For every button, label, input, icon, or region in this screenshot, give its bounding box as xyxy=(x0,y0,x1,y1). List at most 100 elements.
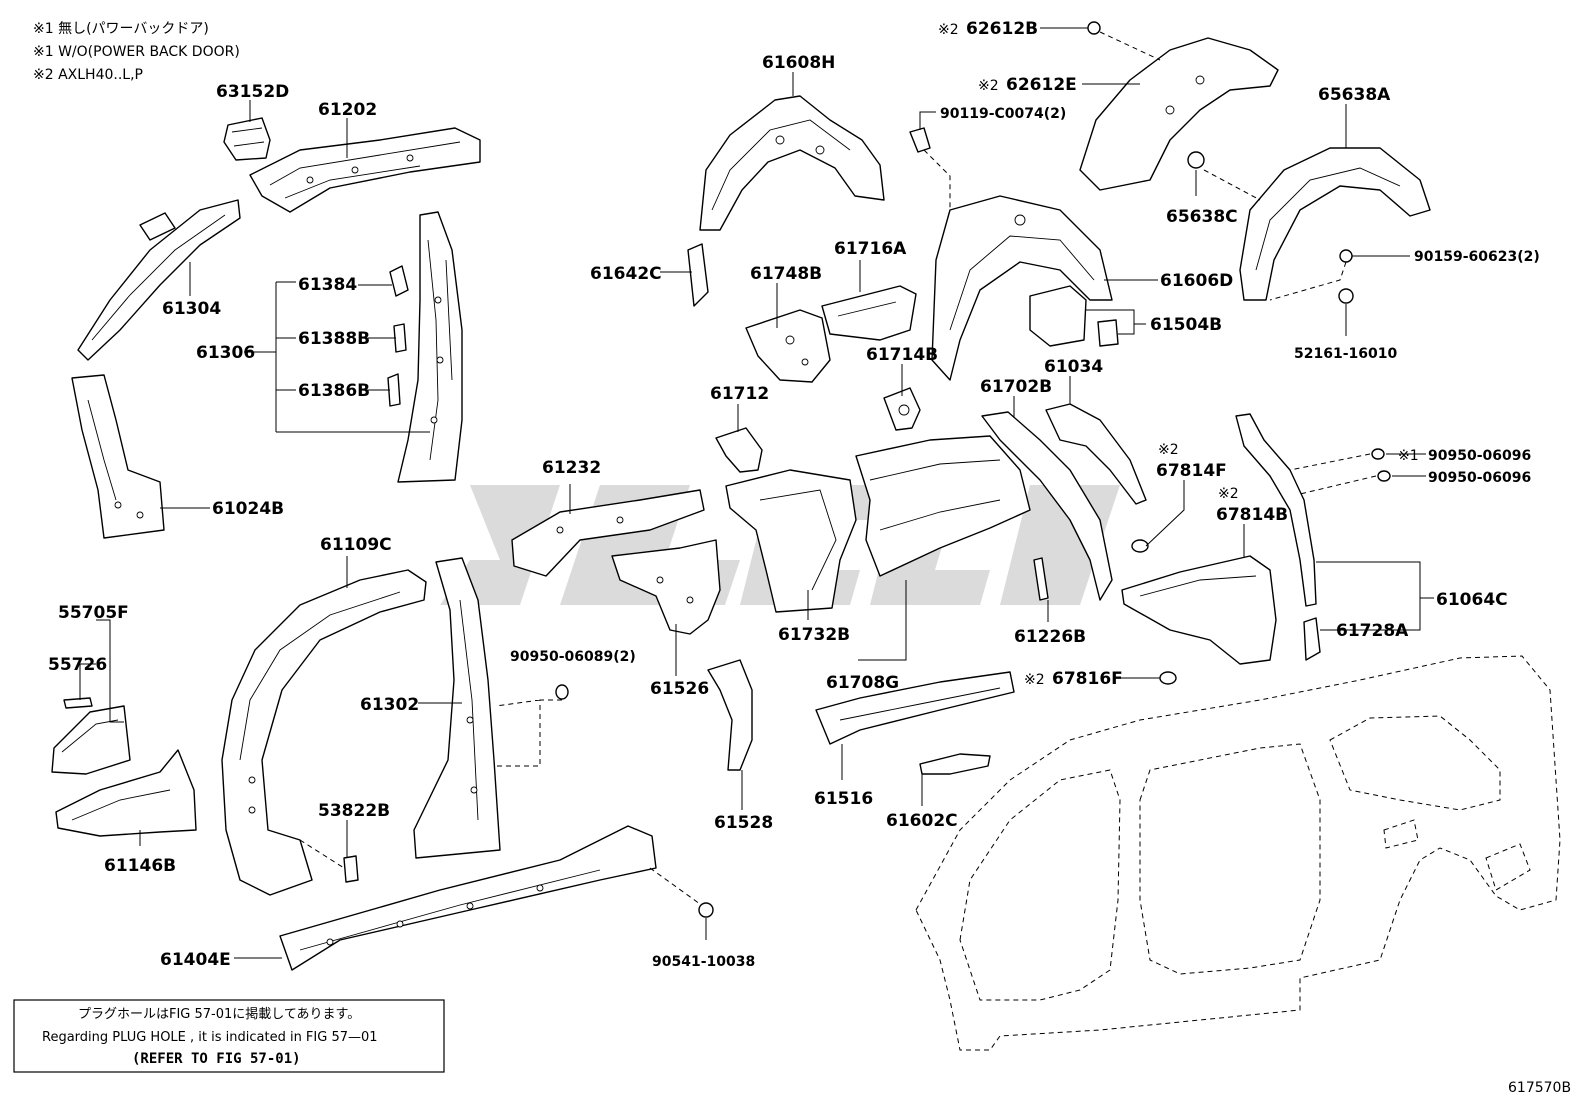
label-61034: 61034 xyxy=(1044,357,1103,377)
part-61708G-drawing xyxy=(855,435,1031,577)
part-55705F-drawing xyxy=(51,705,131,775)
part-90119-drawing xyxy=(909,127,931,153)
part-67814B-drawing xyxy=(1121,555,1277,665)
part-61232-drawing xyxy=(511,489,705,577)
plug-hole-note-box: プラグホールはFIG 57-01に掲載してあります。 Regarding PLU… xyxy=(13,999,445,1073)
part-61526-drawing xyxy=(611,539,721,635)
label-61202: 61202 xyxy=(318,100,377,120)
part-61504B-drawing xyxy=(1029,285,1119,347)
part-61716A-drawing xyxy=(821,285,917,341)
label-61024B: 61024B xyxy=(212,499,284,519)
label-65638A: 65638A xyxy=(1318,85,1391,105)
part-61712-drawing xyxy=(715,427,763,473)
part-62612E-drawing xyxy=(1079,37,1279,191)
part-62612B-drawing xyxy=(1087,21,1101,35)
note-2: ※2 AXLH40..L,P xyxy=(33,67,143,83)
label-62612E: 62612E xyxy=(1006,75,1077,95)
part-53822B-drawing xyxy=(343,855,359,883)
label-61388B: 61388B xyxy=(298,329,370,349)
part-61024B-drawing xyxy=(71,374,165,539)
mark-2-62612B: ※2 xyxy=(938,22,959,38)
part-63152D-drawing xyxy=(223,117,271,161)
part-61404E-drawing xyxy=(279,825,657,971)
label-55705F: 55705F xyxy=(58,603,129,623)
part-90950-06096-b-drawing xyxy=(1377,470,1391,482)
part-61306-drawing xyxy=(397,211,463,483)
label-61146B: 61146B xyxy=(104,856,176,876)
label-61232: 61232 xyxy=(542,458,601,478)
label-90950-06089: 90950-06089(2) xyxy=(510,649,636,665)
part-61642C-drawing xyxy=(687,243,709,307)
part-61064C-drawing xyxy=(1235,413,1317,607)
label-61714B: 61714B xyxy=(866,345,938,365)
label-63152D: 63152D xyxy=(216,82,289,102)
part-90950-06089-drawing xyxy=(555,684,569,700)
label-67814F: 67814F xyxy=(1156,461,1227,481)
mark-2-67814B: ※2 xyxy=(1218,486,1239,502)
part-61528-drawing xyxy=(707,659,753,771)
label-61306: 61306 xyxy=(196,343,255,363)
part-61606D-drawing xyxy=(931,195,1113,381)
label-67816F: 67816F xyxy=(1052,669,1123,689)
part-67816F-drawing xyxy=(1159,671,1177,685)
mark-2-62612E: ※2 xyxy=(978,78,999,94)
label-61528: 61528 xyxy=(714,813,773,833)
label-61712: 61712 xyxy=(710,384,769,404)
part-61732B-drawing xyxy=(725,469,857,613)
part-61034-drawing xyxy=(1045,403,1147,505)
part-61109C-drawing xyxy=(221,569,427,896)
leader-lines xyxy=(79,27,1434,959)
part-55726-drawing xyxy=(63,697,93,709)
label-90950-06096-b: 90950-06096 xyxy=(1428,470,1531,486)
label-61384: 61384 xyxy=(298,275,357,295)
part-65638C-drawing xyxy=(1187,151,1205,169)
label-53822B: 53822B xyxy=(318,801,390,821)
part-90950-06096-a-drawing xyxy=(1371,448,1385,460)
label-61504B: 61504B xyxy=(1150,315,1222,335)
part-61304-drawing xyxy=(77,199,241,361)
label-61728A: 61728A xyxy=(1336,621,1409,641)
label-61109C: 61109C xyxy=(320,535,392,555)
label-61386B: 61386B xyxy=(298,381,370,401)
label-61716A: 61716A xyxy=(834,239,907,259)
label-67814B: 67814B xyxy=(1216,505,1288,525)
part-61714B-drawing xyxy=(883,387,921,431)
mark-1-90950-06096: ※1 xyxy=(1398,448,1419,464)
note-plug-hole-en: Regarding PLUG HOLE , it is indicated in… xyxy=(42,1030,378,1045)
label-61304: 61304 xyxy=(162,299,221,319)
mark-2-67814F: ※2 xyxy=(1158,442,1179,458)
label-65638C: 65638C xyxy=(1166,207,1238,227)
part-67814F-drawing xyxy=(1131,539,1149,553)
label-61516: 61516 xyxy=(814,789,873,809)
label-90159-60623: 90159-60623(2) xyxy=(1414,249,1540,265)
part-52161-drawing xyxy=(1338,288,1354,304)
part-labels: 63152D 61202 61304 61306 61384 61388B 61… xyxy=(48,19,1540,970)
label-61606D: 61606D xyxy=(1160,271,1233,291)
label-62612B: 62612B xyxy=(966,19,1038,39)
part-90541-drawing xyxy=(698,902,714,918)
label-61702B: 61702B xyxy=(980,377,1052,397)
part-61388B-drawing xyxy=(393,323,407,353)
part-61728A-drawing xyxy=(1303,617,1321,661)
body-side-outer-drawing xyxy=(915,655,1561,1051)
label-61302: 61302 xyxy=(360,695,419,715)
part-61702B-drawing xyxy=(981,411,1113,601)
label-61608H: 61608H xyxy=(762,53,835,73)
label-61642C: 61642C xyxy=(590,264,662,284)
label-61404E: 61404E xyxy=(160,950,231,970)
label-61226B: 61226B xyxy=(1014,627,1086,647)
part-90159-drawing xyxy=(1339,249,1353,263)
label-55726: 55726 xyxy=(48,655,107,675)
label-61526: 61526 xyxy=(650,679,709,699)
label-52161-16010: 52161-16010 xyxy=(1294,346,1397,362)
mark-2-67816F: ※2 xyxy=(1024,672,1045,688)
note-refer-fig: (REFER TO FIG 57-01) xyxy=(132,1051,301,1067)
part-61226B-drawing xyxy=(1033,557,1049,601)
label-90541-10038: 90541-10038 xyxy=(652,954,755,970)
label-61732B: 61732B xyxy=(778,625,850,645)
part-61516-drawing xyxy=(815,671,1015,745)
part-61302-drawing xyxy=(413,557,501,859)
part-61602C-drawing xyxy=(919,753,991,775)
part-61202-drawing xyxy=(249,127,481,213)
part-61146B-drawing xyxy=(55,749,197,837)
